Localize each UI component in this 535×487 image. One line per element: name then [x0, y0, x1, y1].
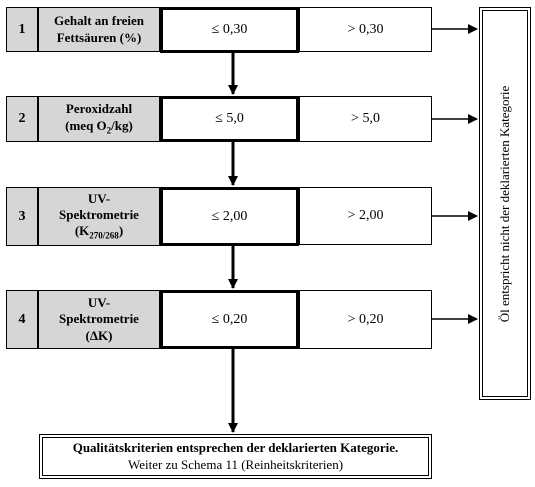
step-2-label-line2-pre: (meq O	[65, 117, 107, 133]
step-3-pass-box: ≤ 2,00	[160, 187, 299, 246]
step-3-label-line3-post: )	[118, 223, 124, 239]
final-line2: Weiter zu Schema 11 (Reinheitskriterien)	[127, 456, 344, 472]
step-3-label-line3: (K270/268)	[75, 223, 123, 242]
step-2-label-line1: Peroxidzahl	[65, 101, 133, 117]
step-4-number-text: 4	[18, 311, 26, 327]
step-3-label-line2: Spektrometrie	[59, 207, 139, 223]
step-2-label-line2-post: /kg)	[111, 117, 133, 133]
step-1-number: 1	[6, 7, 38, 52]
step-3-fail-box: > 2,00	[299, 187, 432, 245]
step-4-pass-value: ≤ 0,20	[211, 311, 248, 327]
reject-box: Öl entspricht nicht der deklarierten Kat…	[479, 7, 531, 400]
step-2-pass-value: ≤ 5,0	[215, 111, 244, 126]
step-4-fail-value: > 0,20	[347, 311, 384, 327]
step-2-fail-value: > 5,0	[351, 111, 380, 126]
step-2-number-text: 2	[18, 111, 26, 126]
step-3-number-text: 3	[18, 208, 26, 224]
step-2-pass-box: ≤ 5,0	[160, 96, 299, 142]
step-4-label-line3: (ΔK)	[85, 327, 113, 343]
step-1-label-line1: Gehalt an freien	[53, 13, 145, 29]
step-4-label-line2: Spektrometrie	[59, 311, 139, 327]
step-1-fail-value: > 0,30	[347, 21, 384, 37]
step-3-label-line1: UV-	[87, 190, 111, 206]
step-4-fail-box: > 0,20	[299, 290, 432, 349]
step-1-pass-value: ≤ 0,30	[211, 22, 248, 37]
step-1-fail-box: > 0,30	[299, 7, 432, 52]
step-1-label-line2: Fettsäuren (%)	[56, 29, 142, 45]
step-4-pass-box: ≤ 0,20	[160, 290, 299, 349]
step-4-label: UV- Spektrometrie (ΔK)	[38, 290, 160, 349]
step-2-fail-box: > 5,0	[299, 96, 432, 142]
step-3-pass-value: ≤ 2,00	[211, 208, 248, 224]
final-box: Qualitätskriterien entsprechen der dekla…	[39, 434, 432, 479]
step-2-label: Peroxidzahl (meq O2/kg)	[38, 96, 160, 142]
step-3-fail-value: > 2,00	[347, 208, 384, 223]
step-1-number-text: 1	[18, 21, 26, 37]
step-4-label-line1: UV-	[87, 295, 111, 311]
step-3-label-line3-pre: (K	[74, 223, 90, 239]
step-3-label: UV- Spektrometrie (K270/268)	[38, 187, 160, 246]
final-line1: Qualitätskriterien entsprechen der dekla…	[72, 439, 399, 455]
step-3-label-line3-sub: 270/268	[89, 230, 119, 241]
step-3-number: 3	[6, 187, 38, 246]
step-1-pass-box: ≤ 0,30	[160, 7, 299, 53]
step-2-number: 2	[6, 96, 38, 142]
step-2-label-line2-sub: 2	[106, 125, 112, 136]
step-4-number: 4	[6, 290, 38, 349]
step-1-label: Gehalt an freien Fettsäuren (%)	[38, 7, 160, 52]
step-2-label-line2: (meq O2/kg)	[65, 118, 133, 137]
